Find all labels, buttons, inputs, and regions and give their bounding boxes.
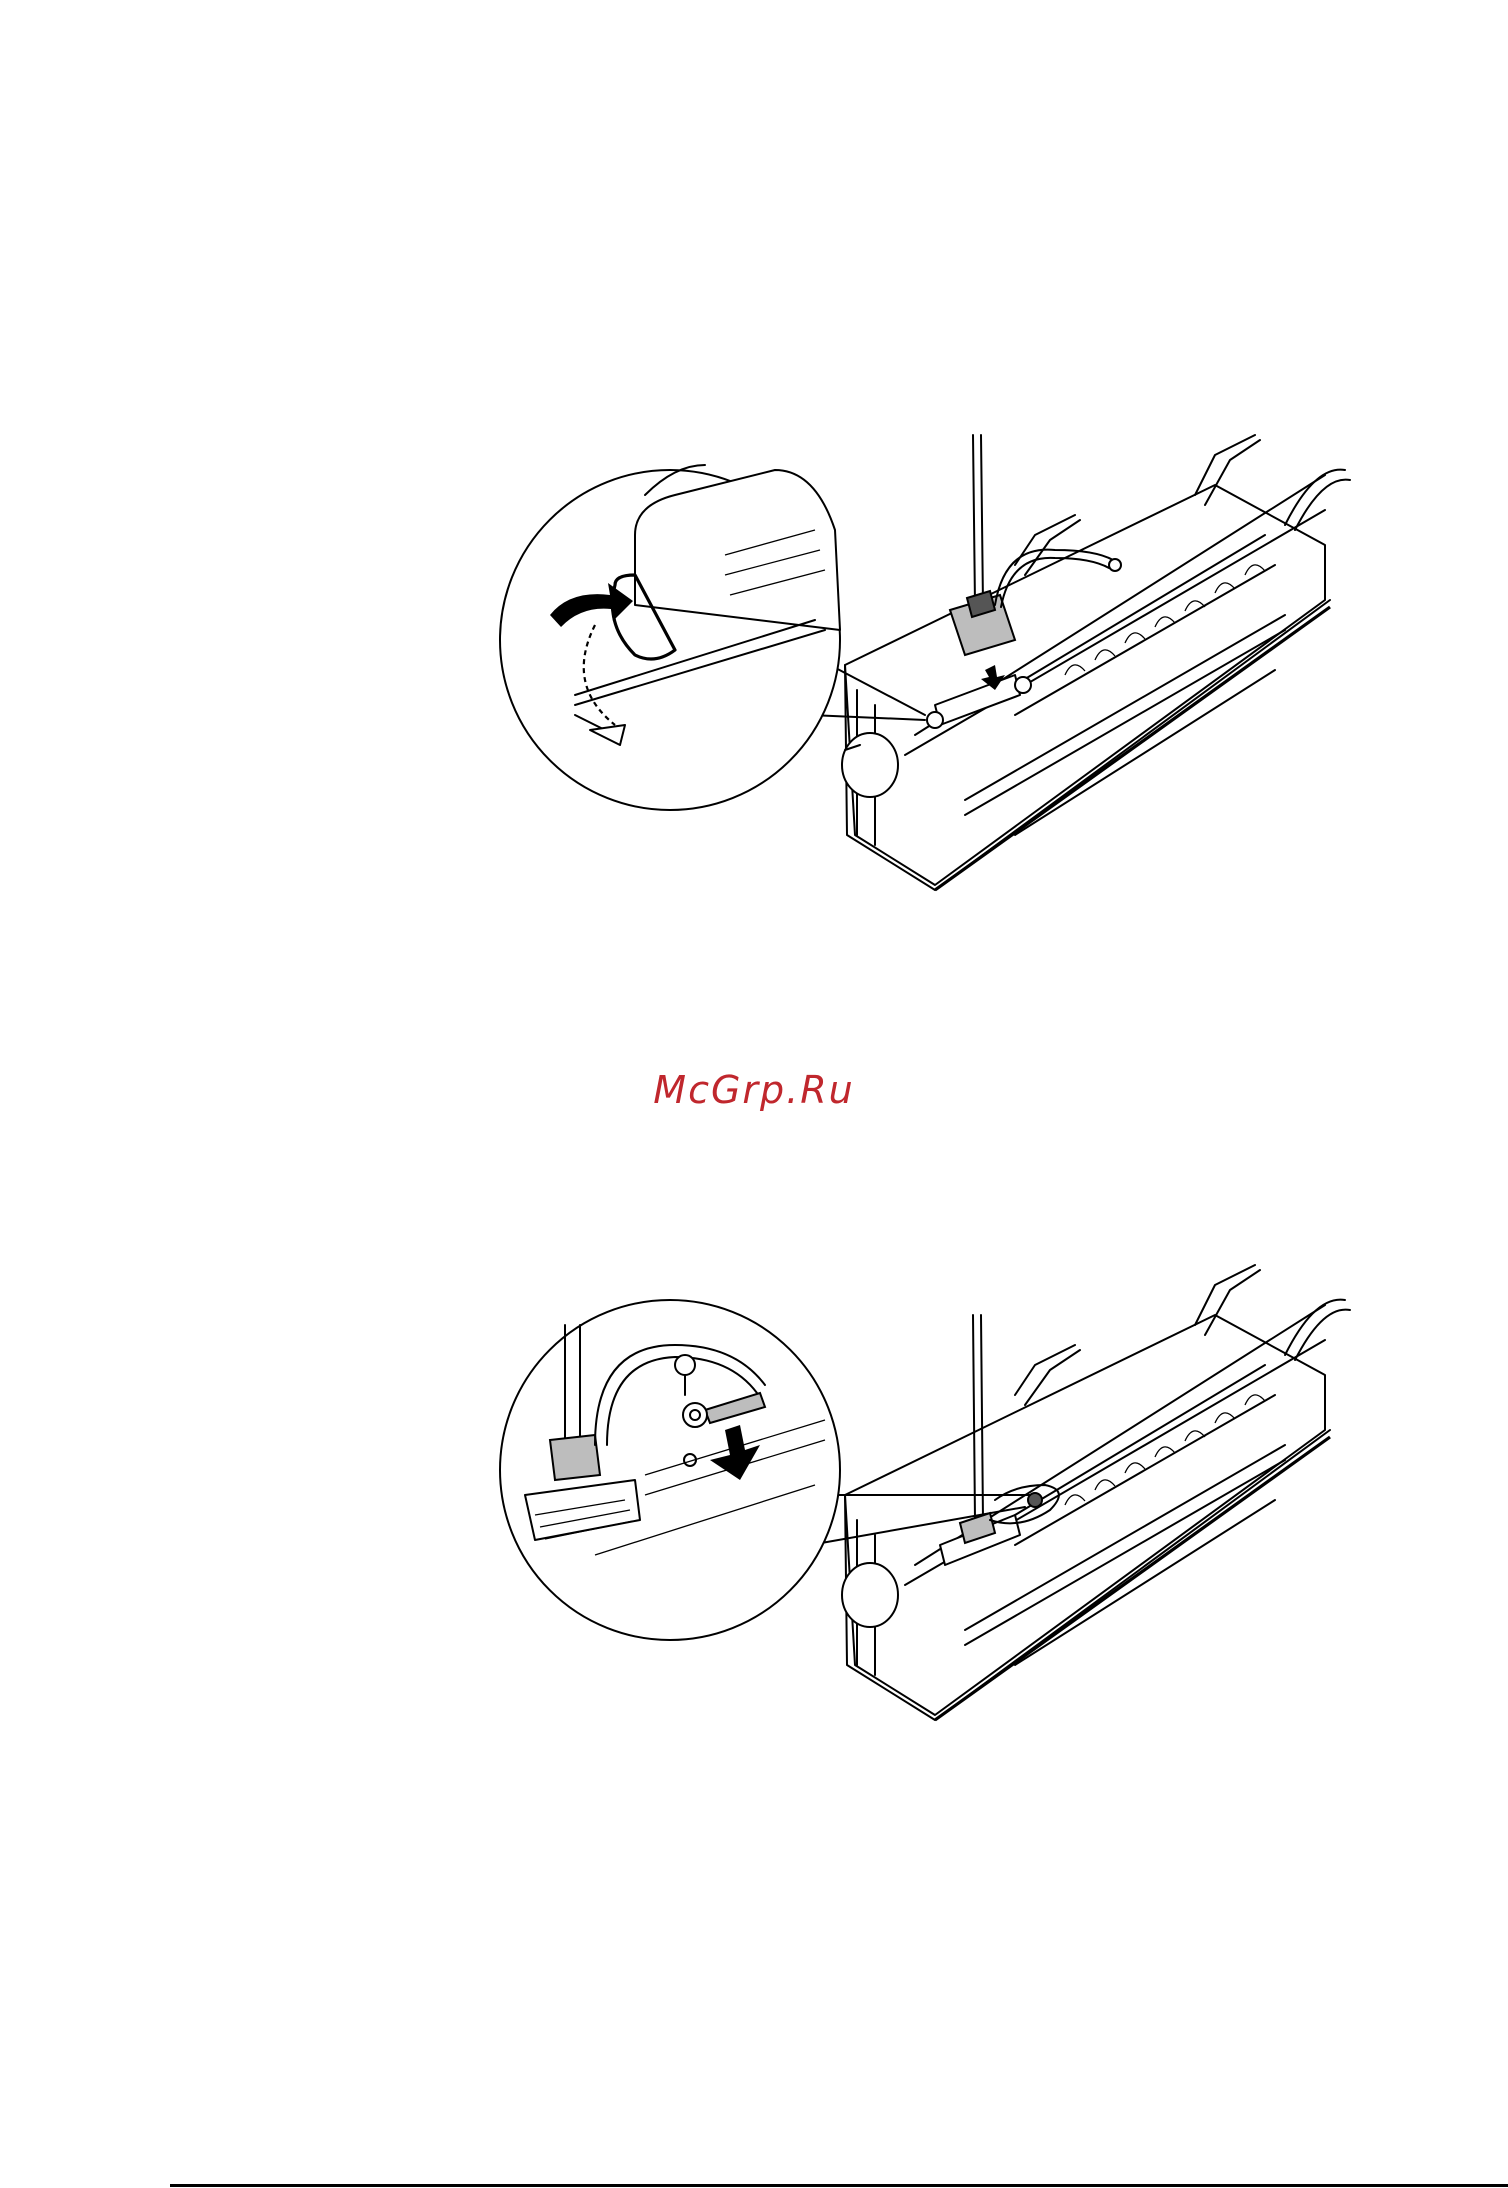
attach-ground-wire-figure xyxy=(495,1245,1350,1740)
printer-illustration xyxy=(842,1265,1350,1720)
connect-interface-cable-figure xyxy=(495,415,1350,910)
ground-screw-detail-magnifier xyxy=(500,1300,840,1640)
watermark-text: McGrp.Ru xyxy=(0,1068,1508,1112)
footer-rule xyxy=(170,2184,1508,2187)
printer-illustration xyxy=(842,435,1350,890)
clip-detail-magnifier xyxy=(500,465,840,810)
